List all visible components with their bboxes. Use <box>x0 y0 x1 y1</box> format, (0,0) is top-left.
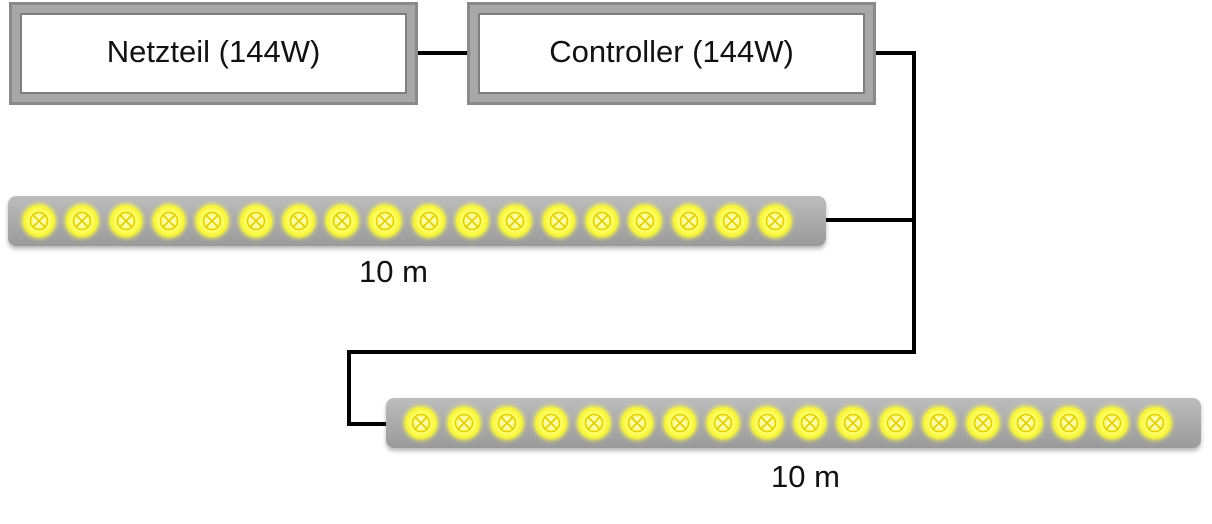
led-cross-icon <box>198 207 227 235</box>
strip-1-length-label: 10 m <box>359 254 428 289</box>
led-cross-icon <box>631 207 660 235</box>
led-cross-icon <box>623 409 651 437</box>
led-cross-icon <box>717 207 746 235</box>
led-cross-icon <box>414 207 443 235</box>
led-cross-icon <box>579 409 608 437</box>
led-cross-icon <box>458 207 486 235</box>
led-cross-icon <box>25 207 53 235</box>
led-cross-icon <box>450 409 479 437</box>
power-supply-label: Netzteil (144W) <box>106 33 321 69</box>
led-cross-icon <box>111 207 140 235</box>
led-cross-icon <box>241 207 270 235</box>
led-cross-icon <box>536 409 565 437</box>
controller-label: Controller (144W) <box>549 33 794 69</box>
led-cross-icon <box>328 207 357 235</box>
led-cross-icon <box>68 207 97 235</box>
led-cross-icon <box>154 207 183 235</box>
led-cross-icon <box>839 409 867 437</box>
led-strip-2 <box>386 398 1201 448</box>
led-cross-icon <box>284 207 313 235</box>
led-cross-icon <box>709 409 738 437</box>
led-cross-icon <box>968 409 997 437</box>
led-cross-icon <box>925 409 954 437</box>
led-cross-icon <box>882 409 911 437</box>
led-cross-icon <box>1055 409 1083 437</box>
power-supply-box: Netzteil (144W) <box>9 2 418 105</box>
led-cross-icon <box>761 207 790 235</box>
led-cross-icon <box>544 207 573 235</box>
led-cross-icon <box>371 207 400 235</box>
led-cross-icon <box>674 207 703 235</box>
led-cross-icon <box>795 409 824 437</box>
wire-to-strip-2 <box>347 220 916 426</box>
led-cross-icon <box>493 409 522 437</box>
led-cross-icon <box>1141 409 1170 437</box>
led-cross-icon <box>666 409 695 437</box>
led-cross-icon <box>407 409 435 437</box>
wire-controller-to-strip-1 <box>826 51 916 222</box>
led-cross-icon <box>1011 409 1040 437</box>
controller-box: Controller (144W) <box>467 2 876 105</box>
strip-2-length-label: 10 m <box>771 459 840 494</box>
led-strip-1 <box>8 196 826 246</box>
led-cross-icon <box>752 409 781 437</box>
led-cross-icon <box>587 207 616 235</box>
led-cross-icon <box>501 207 530 235</box>
led-cross-icon <box>1098 409 1127 437</box>
